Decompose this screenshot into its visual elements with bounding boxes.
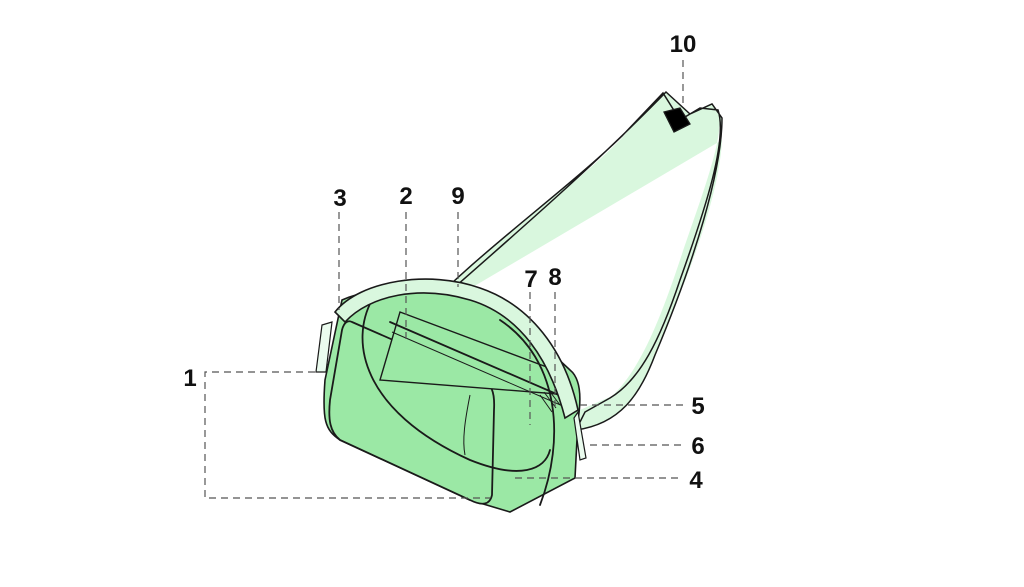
- callout-4: 4: [689, 467, 703, 494]
- callout-5: 5: [691, 393, 704, 420]
- zipper-pull-left: [315, 321, 333, 373]
- leader-lines: [204, 60, 685, 499]
- callout-2: 2: [399, 183, 412, 210]
- callout-3: 3: [333, 185, 346, 212]
- top-handle: [333, 278, 579, 420]
- callout-8: 8: [548, 264, 561, 291]
- callout-6: 6: [691, 433, 704, 460]
- zipper-line: [389, 321, 576, 403]
- callout-1: 1: [183, 365, 196, 392]
- zipper-pull-right: [573, 410, 587, 461]
- callout-10: 10: [670, 31, 697, 58]
- callout-9: 9: [451, 183, 464, 210]
- callout-7: 7: [524, 266, 537, 293]
- strap-buckle: [663, 107, 691, 133]
- side-seam: [361, 299, 551, 472]
- shoulder-strap: [400, 92, 722, 432]
